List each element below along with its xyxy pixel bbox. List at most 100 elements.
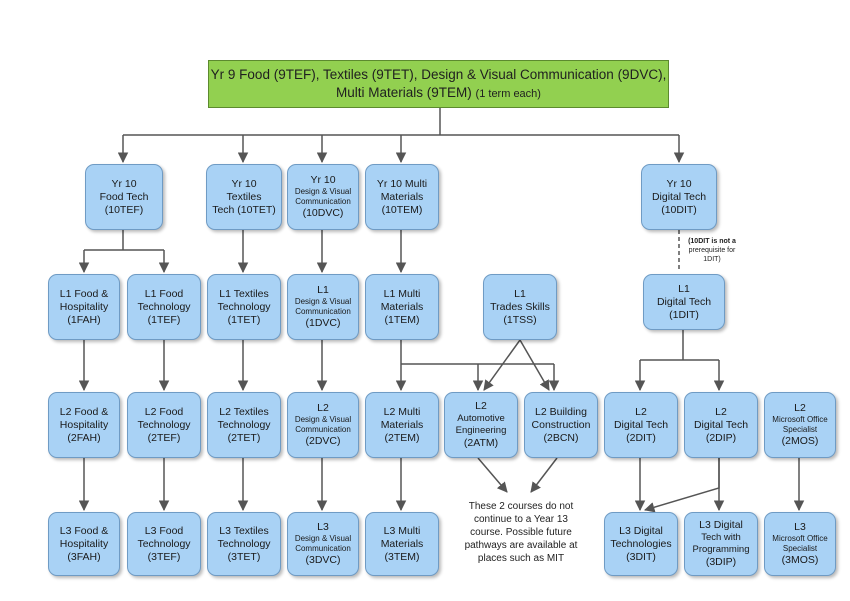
node-l3-dvc: L3 Design & Visual Communication (3DVC) [287,512,359,576]
node-text: (3TEM) [384,550,420,563]
node-text: Hospitality [59,537,109,550]
node-text: (3TET) [227,550,261,563]
node-text: L3 Digital [619,524,663,537]
connector-tss-to-bcn [519,339,550,391]
node-text: Tech (10TET) [212,203,276,216]
node-y10-multi: Yr 10 Multi Materials (10TEM) [365,164,439,230]
node-text: Tech with [701,532,741,543]
node-text: L2 [715,405,727,418]
node-text: Yr 10 [310,174,336,186]
node-text: Design & Visual [294,415,352,424]
node-l2-bcn: L2 Building Construction (2BCN) [524,392,598,458]
node-text: (2DIT) [626,431,656,444]
node-text: (3TEF) [147,550,181,563]
connector-atm-to-note [477,457,508,493]
node-text: (1TEM) [384,313,420,326]
node-text: Digital Tech [613,418,669,431]
trades-note: These 2 courses do not continue to a Yea… [456,500,586,565]
node-text: (2MOS) [781,435,819,447]
node-text: Technology [137,537,191,550]
node-text: (2DIP) [705,431,737,444]
node-text: Technology [217,537,271,550]
node-text: Materials [380,418,424,431]
node-text: (1DVC) [305,317,341,329]
note-line: prerequisite for [688,247,736,254]
node-text: Engineering [455,425,507,436]
node-y10-dvc: Yr 10 Design & Visual Communication (10D… [287,164,359,230]
node-text: Communication [295,197,351,206]
node-text: Specialist [782,425,818,434]
connector-food-split [84,230,164,251]
header-line1: Yr 9 Food (9TEF), Textiles (9TET), Desig… [210,66,667,82]
note-line: continue to a Year 13 [474,514,568,525]
node-text: (2BCN) [543,431,579,444]
node-text: (10DVC) [302,207,344,219]
node-text: Materials [380,190,424,203]
yr9-header-box: Yr 9 Food (9TEF), Textiles (9TET), Desig… [208,60,669,108]
node-l2-dvc: L2 Design & Visual Communication (2DVC) [287,392,359,458]
node-text: (1DIT) [669,308,699,321]
node-text: Technology [137,300,191,313]
node-text: L3 [794,521,806,533]
note-line: pathways are available at [464,540,578,551]
node-text: L2 Food [144,405,184,418]
node-text: L3 [317,521,329,533]
node-l1-dvc: L1 Design & Visual Communication (1DVC) [287,274,359,340]
node-text: Yr 10 [111,177,137,190]
node-text: Design & Visual [294,187,352,196]
node-text: L1 Multi [383,287,421,300]
node-text: L2 Food & [59,405,109,418]
node-text: (2TEM) [384,431,420,444]
node-l2-tef: L2 Food Technology (2TEF) [127,392,201,458]
node-l3-dip: L3 Digital Tech with Programming (3DIP) [684,512,758,576]
node-text: Hospitality [59,418,109,431]
node-text: (3DIT) [626,550,656,563]
node-l2-dit: L2 Digital Tech (2DIT) [604,392,678,458]
note-line: places such as MIT [477,553,565,564]
node-text: L1 [678,282,690,295]
node-text: Food Tech [99,190,149,203]
node-text: Technology [217,418,271,431]
node-text: L1 [514,287,526,300]
node-text: (10TEF) [104,203,144,216]
node-text: Digital Tech [693,418,749,431]
node-text: L2 [635,405,647,418]
node-l1-tem: L1 Multi Materials (1TEM) [365,274,439,340]
node-text: L3 Food & [59,524,109,537]
node-l1-tss: L1 Trades Skills (1TSS) [483,274,557,340]
connector-tss-to-atm [483,339,521,391]
node-text: L2 Building [535,405,587,418]
note-line: 1DIT) [703,256,721,263]
node-l2-tet: L2 Textiles Technology (2TET) [207,392,281,458]
node-text: Technologies [610,537,672,550]
note-line: These 2 courses do not [468,501,574,512]
connector-digital-split [640,330,719,361]
node-text: Materials [380,537,424,550]
node-text: Digital Tech [656,295,712,308]
node-text: (10TEM) [381,203,423,216]
node-text: Communication [295,307,351,316]
node-y10-textiles: Yr 10 Textiles Tech (10TET) [206,164,282,230]
node-text: (1TEF) [147,313,181,326]
node-text: (2DVC) [305,435,341,447]
node-text: Construction [531,418,591,431]
header-line2-wrap: Multi Materials (9TEM) (1 term each) [336,84,541,103]
node-text: (3DIP) [705,556,737,568]
node-l1-tet: L1 Textiles Technology (1TET) [207,274,281,340]
node-y10-digital: Yr 10 Digital Tech (10DIT) [641,164,717,230]
node-l3-tet: L3 Textiles Technology (3TET) [207,512,281,576]
connector-dip-to-l3-dit [643,458,720,513]
node-text: Technology [217,300,271,313]
node-l2-fah: L2 Food & Hospitality (2FAH) [48,392,120,458]
node-text: (3MOS) [781,554,819,566]
node-text: Specialist [782,544,818,553]
node-text: L3 Food [144,524,184,537]
node-l1-fah: L1 Food & Hospitality (1FAH) [48,274,120,340]
node-text: (1TSS) [503,313,537,326]
node-text: Digital Tech [651,190,707,203]
node-text: L1 Food [144,287,184,300]
node-text: (1FAH) [67,313,101,326]
node-text: L3 Digital [699,519,743,531]
node-text: L1 [317,284,329,296]
